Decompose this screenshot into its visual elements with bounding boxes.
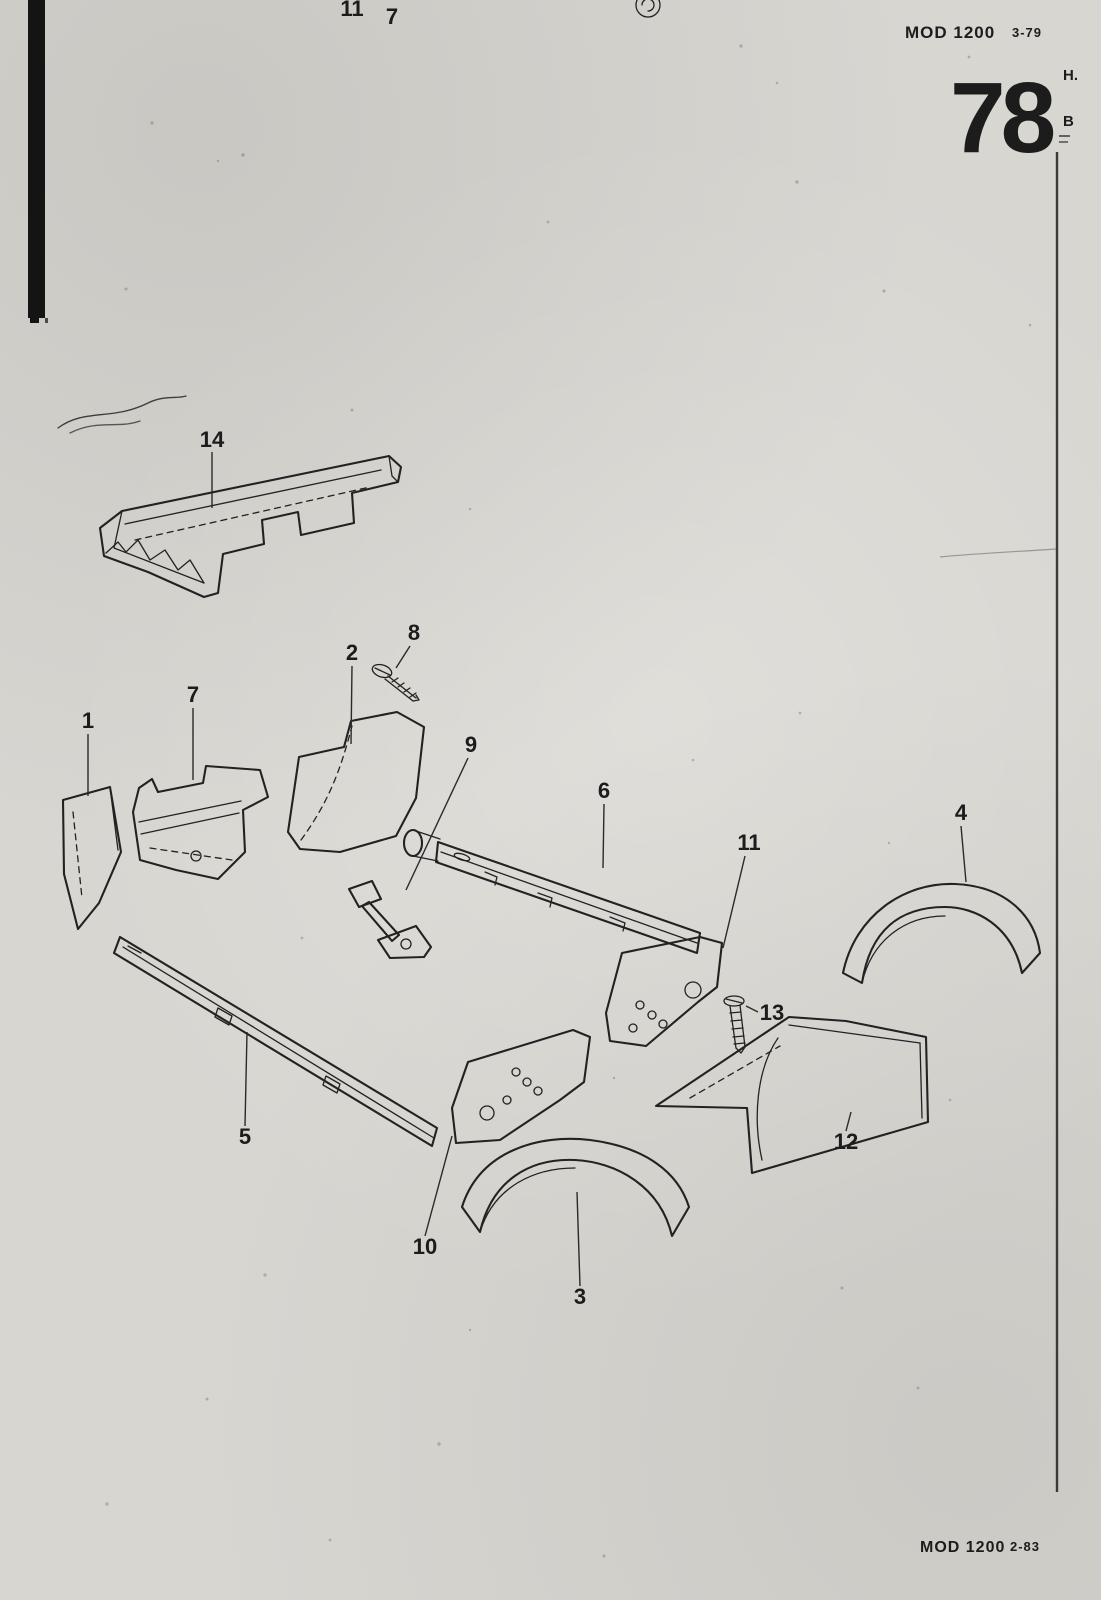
section-number: 78 — [950, 62, 1054, 174]
part-8-screw — [371, 663, 420, 702]
spiral-stamp-icon — [635, 0, 661, 18]
callout-label-12: 12 — [834, 1129, 858, 1154]
callout-label-1: 1 — [82, 708, 94, 733]
callout-label-11: 11 — [737, 830, 760, 855]
callout-label-6: 6 — [598, 778, 610, 803]
callout-label-3: 3 — [574, 1284, 586, 1309]
part-7-notched-panel — [131, 764, 270, 881]
paper-speckles — [105, 44, 1032, 1558]
part-6-sill-strip — [402, 828, 702, 955]
callout-label-8: 8 — [408, 620, 420, 645]
part-1-side-panel — [61, 785, 123, 931]
scan-artifacts — [28, 0, 1070, 1492]
callout-label-9: 9 — [465, 732, 477, 757]
callout-label-13: 13 — [760, 1000, 784, 1025]
callout-label-10: 10 — [413, 1234, 437, 1259]
header-revision: 3-79 — [1012, 25, 1042, 40]
callout-label-5: 5 — [239, 1124, 251, 1149]
page-header: MOD 1200 3-79 78 H. B — [905, 23, 1078, 174]
part-13-screw — [723, 995, 746, 1054]
header-model-code: MOD 1200 — [905, 23, 995, 42]
part-14-tray-panel — [98, 454, 403, 599]
callout-label-4: 4 — [955, 800, 968, 825]
callout-label-14: 14 — [200, 427, 225, 452]
part-11-perforated-panel — [604, 935, 724, 1048]
footer-revision: 2-83 — [1010, 1539, 1040, 1554]
top-partial-label-7: 7 — [386, 4, 398, 29]
callout-label-2: 2 — [346, 640, 358, 665]
part-4-wheel-arch-liner — [841, 882, 1042, 985]
part-12-box-panel — [654, 1015, 930, 1175]
callout-leader-lines — [87, 452, 967, 1287]
part-10-perforated-panel — [450, 1028, 592, 1145]
callout-label-7: 7 — [187, 682, 199, 707]
part-5-sill-strip — [112, 935, 439, 1148]
part-9-bracket — [347, 879, 433, 960]
part-3-wheel-arch-liner — [460, 1137, 691, 1238]
margin-letter-b: B — [1063, 113, 1074, 130]
margin-letter-h: H. — [1063, 67, 1078, 84]
top-partial-label-11: 11 — [340, 0, 363, 21]
page-footer: MOD 1200 2-83 — [920, 1539, 1040, 1556]
footer-model-code: MOD 1200 — [920, 1539, 1005, 1556]
part-2-upper-panel — [286, 710, 426, 854]
